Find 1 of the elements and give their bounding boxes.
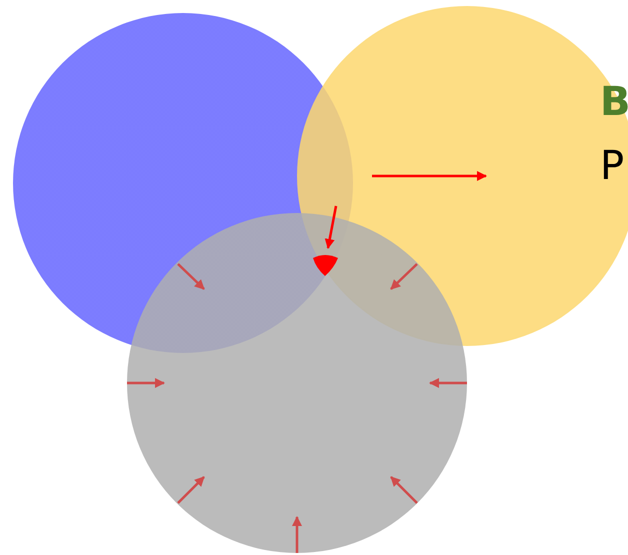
label-text: P: [600, 146, 624, 186]
